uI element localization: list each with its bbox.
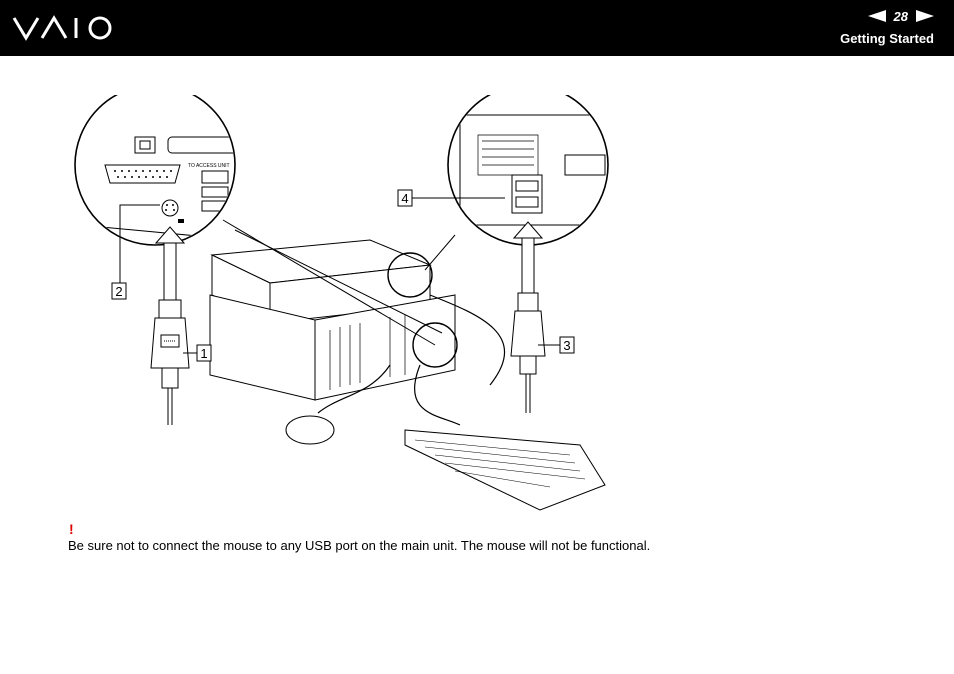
svg-text:4: 4 (401, 191, 408, 206)
callout-3: 3 (559, 336, 575, 354)
svg-text:1: 1 (200, 346, 207, 361)
next-page-icon[interactable] (916, 10, 934, 22)
port-label: TO ACCESS UNIT (188, 163, 230, 169)
ps2-plug (150, 299, 190, 425)
callout-1: 1 (196, 344, 212, 362)
ps2-insert-arrow (154, 226, 186, 301)
usb-insert-arrow (512, 221, 544, 296)
callout-4: 4 (397, 189, 413, 207)
computer-unit (209, 219, 458, 401)
svg-text:2: 2 (115, 284, 122, 299)
page-navigation: 28 (867, 8, 934, 24)
keyboard (404, 429, 606, 511)
callout-2: 2 (111, 282, 127, 300)
front-usb-magnified-view (447, 95, 609, 246)
svg-text:3: 3 (563, 338, 570, 353)
rear-panel-magnified-view: TO ACCESS UNIT (74, 95, 236, 246)
page-number: 28 (893, 8, 908, 24)
usb-plug (510, 292, 546, 413)
vaio-logo (12, 15, 112, 41)
previous-page-icon[interactable] (867, 10, 886, 22)
mouse (285, 415, 335, 445)
section-title: Getting Started (840, 31, 934, 46)
warning-icon: ! (69, 521, 74, 537)
page-header: 28 Getting Started (0, 0, 954, 56)
warning-note: Be sure not to connect the mouse to any … (68, 538, 651, 553)
connection-illustration: TO ACCESS UNIT (74, 95, 609, 511)
